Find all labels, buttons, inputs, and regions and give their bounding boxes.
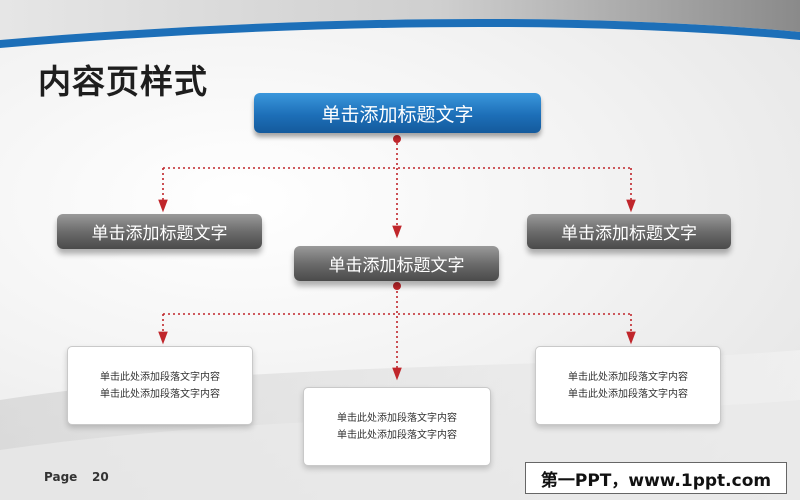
top-swoosh — [0, 0, 800, 48]
content-text-line: 单击此处添加段落文字内容 — [568, 388, 688, 400]
title-box-top[interactable]: 单击添加标题文字 — [254, 93, 541, 133]
page-number: 20 — [92, 470, 109, 484]
title-box-left[interactable]: 单击添加标题文字 — [57, 214, 262, 249]
content-text-line: 单击此处添加段落文字内容 — [100, 388, 220, 400]
page-title: 内容页样式 — [38, 62, 208, 101]
content-text-line: 单击此处添加段落文字内容 — [337, 412, 457, 424]
content-text-line: 单击此处添加段落文字内容 — [337, 429, 457, 441]
watermark-badge: 第一PPT，www.1ppt.com — [525, 462, 787, 494]
page-label: Page — [44, 470, 78, 484]
connector-dot-mid — [393, 282, 401, 290]
connector-dot-top — [393, 135, 401, 143]
content-text-line: 单击此处添加段落文字内容 — [100, 371, 220, 383]
title-box-right[interactable]: 单击添加标题文字 — [527, 214, 731, 249]
content-box-right[interactable]: 单击此处添加段落文字内容 单击此处添加段落文字内容 — [535, 346, 721, 425]
title-box-center[interactable]: 单击添加标题文字 — [294, 246, 499, 281]
content-text-line: 单击此处添加段落文字内容 — [568, 371, 688, 383]
content-box-left[interactable]: 单击此处添加段落文字内容 单击此处添加段落文字内容 — [67, 346, 253, 425]
content-box-center[interactable]: 单击此处添加段落文字内容 单击此处添加段落文字内容 — [303, 387, 491, 466]
